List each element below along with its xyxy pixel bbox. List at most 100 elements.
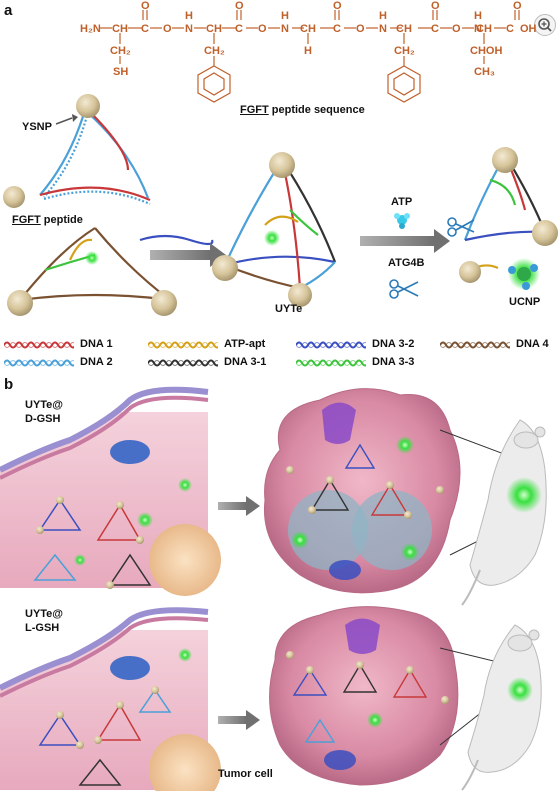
chem-carbonyl-o: O (333, 0, 342, 12)
legend-label: DNA 2 (80, 356, 113, 368)
label-uyte-dgsh-2: D-GSH (25, 413, 61, 425)
chem-atom: C (141, 23, 149, 35)
chem-atom: OH (520, 23, 537, 35)
label-fgft-peptide: FGFT peptide (12, 214, 83, 226)
label-uyte-dgsh-1: UYTe@ (25, 399, 64, 411)
chem-atom: O (163, 23, 172, 35)
nanoparticle (404, 511, 412, 519)
label-uyte: UYTe (275, 303, 303, 315)
legend-swatch (4, 341, 74, 349)
nanoparticle (286, 651, 294, 659)
ucnp-particle (517, 267, 531, 281)
arrow-right (218, 496, 260, 516)
tetrahedra-cluster-dgsh (33, 498, 152, 586)
dna-strand-free (139, 234, 214, 246)
chem-atom: CH (476, 23, 492, 35)
scissors-icon (447, 217, 475, 237)
peptide-caption: FGFT peptide sequence (240, 104, 365, 116)
chem-atom: CH (206, 23, 222, 35)
chem-atom: CH (112, 23, 128, 35)
nanoparticle (212, 255, 238, 281)
label-tumor-cell: Tumor cell (218, 768, 273, 780)
tetrahedra-in-tumor-top (310, 443, 410, 516)
green-fluorescent-dot (137, 512, 153, 528)
nanoparticle (356, 661, 364, 669)
green-fluorescent-dot (85, 251, 99, 265)
tumor-cell-top (263, 388, 461, 594)
chem-side-chain: SH (113, 66, 128, 78)
panel-b-label: b (4, 376, 14, 393)
legend-label: DNA 3-2 (372, 338, 415, 350)
chem-carbonyl-o: O (235, 0, 244, 12)
zoom-in-button[interactable] (534, 14, 556, 36)
chem-atom: O (258, 23, 267, 35)
label-ysnp: YSNP (22, 121, 52, 133)
zoom-in-icon (538, 18, 552, 32)
nanoparticle (436, 486, 444, 494)
nanoparticle (306, 666, 314, 674)
label-ucnp: UCNP (509, 296, 541, 308)
nanoparticle (56, 711, 64, 719)
legend-item: DNA 3-3 (296, 356, 436, 372)
label-fgft: FGFT (12, 214, 41, 226)
legend-item: DNA 3-2 (296, 338, 436, 354)
nanoparticle (326, 476, 334, 484)
nanoparticle (406, 666, 414, 674)
nanoparticle (106, 581, 114, 589)
nanoparticle (94, 736, 102, 744)
nanoparticle (532, 220, 558, 246)
nanoparticle (308, 506, 316, 514)
chem-atom: N (185, 23, 193, 35)
chem-atom: N (379, 23, 387, 35)
panel-a-illustration (3, 94, 558, 316)
legend-swatch (296, 341, 366, 349)
nanoparticle (151, 686, 159, 694)
nanoparticle (386, 481, 394, 489)
chem-carbonyl-o: O (431, 0, 440, 12)
arrow-right (360, 229, 450, 253)
nanoparticle (492, 147, 518, 173)
tumor-cell-bottom (269, 606, 459, 786)
chem-side-chain: CHOH (470, 45, 502, 57)
nanoparticle (441, 696, 449, 704)
nanoparticle (151, 290, 177, 316)
arrow-right (150, 243, 226, 267)
chem-atom: C (235, 23, 243, 35)
chem-nh-h: H (185, 10, 193, 22)
nanoparticle (459, 261, 481, 283)
legend-swatch (4, 359, 74, 367)
legend-item: ATP-apt (148, 338, 288, 354)
chem-atom: O (452, 23, 461, 35)
peptide-caption-rest: peptide sequence (268, 104, 365, 116)
nanoparticle (76, 741, 84, 749)
nanoparticle (116, 701, 124, 709)
chem-side-chain: CH₃ (474, 66, 495, 78)
nanoparticle (116, 501, 124, 509)
atp-molecule-icon (394, 213, 410, 229)
tetrahedra-in-tumor-bottom (292, 663, 428, 743)
nanoparticle (269, 152, 295, 178)
arrow-right (218, 710, 260, 730)
cell-membrane-lgsh (0, 607, 221, 791)
chem-nh-h: H (379, 10, 387, 22)
label-uyte-lgsh-1: UYTe@ (25, 608, 64, 620)
label-peptide: peptide (40, 214, 83, 226)
legend-item: DNA 3-1 (148, 356, 288, 372)
chem-side-chain: CH₂ (204, 45, 225, 57)
green-fluorescent-dot (178, 648, 192, 662)
mouse-bottom (461, 624, 542, 791)
dna-triangle-left-top (39, 109, 151, 206)
ucnp-particle (508, 266, 516, 274)
legend-swatch (440, 341, 510, 349)
green-fluorescent-dot (178, 478, 192, 492)
legend-label: DNA 3-1 (224, 356, 267, 368)
ucnp-particle (522, 282, 530, 290)
ucnp-particle (530, 264, 538, 272)
scissors-icon (389, 279, 419, 299)
chem-side-chain: H (304, 45, 312, 57)
nanoparticle (76, 94, 100, 118)
label-uyte-lgsh-2: L-GSH (25, 622, 60, 634)
chem-atom: C (333, 23, 341, 35)
chem-atom: C (431, 23, 439, 35)
